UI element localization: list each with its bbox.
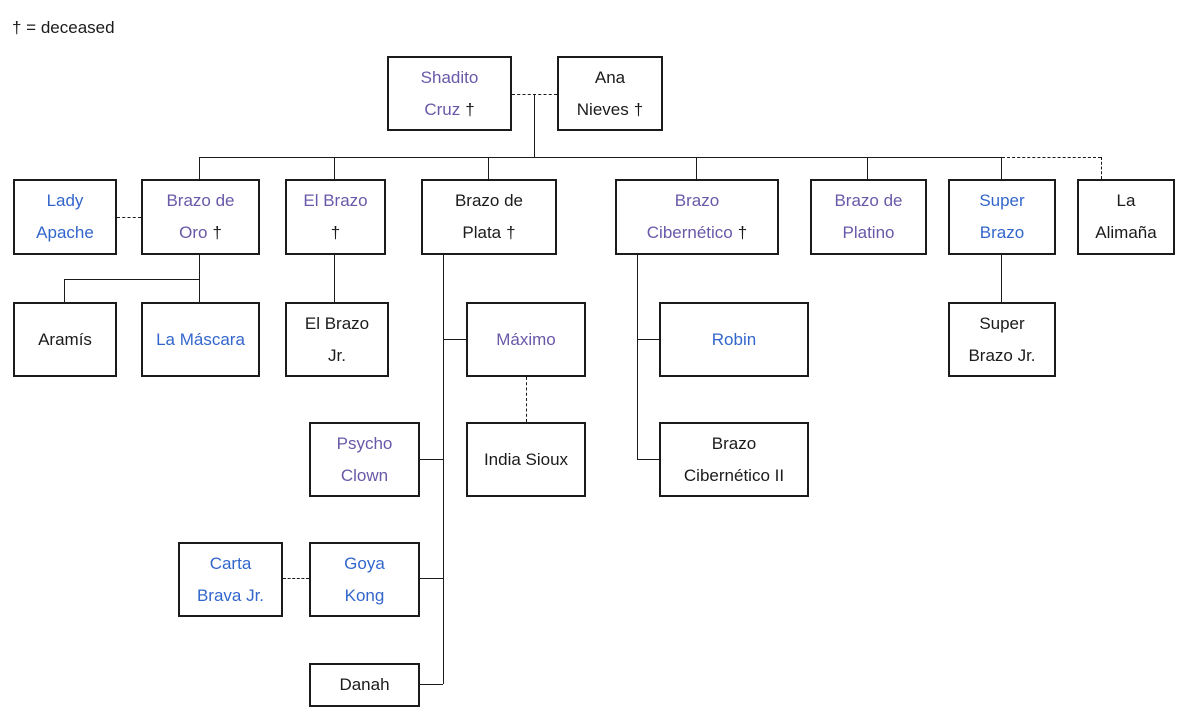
connector-cibernetico-spine — [637, 255, 638, 460]
connector-couple-descent — [534, 94, 535, 157]
node-la-mascara: La Máscara — [141, 302, 260, 377]
person-name-brazo-de-plata: Brazo de — [454, 191, 524, 210]
node-la-alimana: La Alimaña — [1077, 179, 1175, 255]
person-link-super-brazo-2[interactable]: Brazo — [979, 223, 1025, 242]
person-link-super-brazo[interactable]: Super — [979, 191, 1025, 210]
person-link-lady-apache-2[interactable]: Apache — [36, 223, 94, 242]
connector-drop-brazo-de-oro — [199, 157, 200, 179]
connector-drop-super-brazo — [1001, 157, 1002, 179]
person-name-india-sioux: India Sioux — [483, 449, 569, 469]
person-link-la-mascara[interactable]: La Máscara — [156, 329, 245, 349]
person-link-goya-kong-2[interactable]: Kong — [344, 585, 385, 605]
person-link-shadito-cruz[interactable]: Shadito — [420, 67, 479, 87]
dagger-symbol: † — [212, 223, 222, 242]
person-link-shadito-cruz-2[interactable]: Cruz — [424, 99, 461, 119]
person-name-super-brazo-jr: Super — [979, 313, 1025, 333]
node-brazo-de-platino: Brazo de Platino — [810, 179, 927, 255]
dagger-symbol: † — [330, 223, 341, 242]
node-el-brazo: El Brazo † — [285, 179, 386, 255]
person-name-aramis: Aramís — [38, 329, 92, 349]
connector-stub-psycho-clown — [420, 459, 443, 460]
node-super-brazo: Super Brazo — [948, 179, 1056, 255]
node-goya-kong: Goya Kong — [309, 542, 420, 617]
node-shadito-cruz: Shadito Cruz† — [387, 56, 512, 131]
node-el-brazo-jr: El Brazo Jr. — [285, 302, 389, 377]
node-maximo: Máximo — [466, 302, 586, 377]
person-link-lady-apache[interactable]: Lady — [46, 191, 84, 210]
person-name-la-alimana-2: Alimaña — [1095, 223, 1157, 242]
person-link-el-brazo[interactable]: El Brazo — [303, 191, 368, 210]
connector-stub-robin — [637, 339, 659, 340]
person-name-el-brazo-jr-2: Jr. — [328, 345, 346, 365]
node-brazo-de-plata: Brazo de Plata† — [421, 179, 557, 255]
connector-drop-brazo-de-plata — [488, 157, 489, 179]
connector-drop-brazo-de-platino — [867, 157, 868, 179]
person-name-super-brazo-jr-2: Brazo Jr. — [968, 345, 1036, 365]
connector-oro-descent — [199, 255, 200, 279]
node-india-sioux: India Sioux — [466, 422, 586, 497]
node-danah: Danah — [309, 663, 420, 707]
node-lady-apache: Lady Apache — [13, 179, 117, 255]
person-link-maximo[interactable]: Máximo — [496, 329, 556, 349]
person-name-ana-nieves-2: Nieves — [576, 99, 629, 119]
person-link-psycho-clown-2[interactable]: Clown — [340, 465, 389, 485]
connector-sibling-rail — [199, 157, 1002, 158]
connector-drop-aramis — [64, 279, 65, 302]
person-link-brazo-de-oro-2[interactable]: Oro — [179, 223, 208, 242]
person-link-brazo-de-platino[interactable]: Brazo de — [834, 191, 903, 210]
dagger-symbol: † — [465, 99, 475, 119]
person-name-el-brazo-jr: El Brazo — [304, 313, 370, 333]
person-link-brazo-de-platino-2[interactable]: Platino — [842, 223, 895, 242]
connector-stub-maximo — [443, 339, 466, 340]
connector-drop-la-mascara — [199, 279, 200, 302]
person-link-brazo-cibernetico-2[interactable]: Cibernético — [646, 223, 733, 242]
person-link-goya-kong[interactable]: Goya — [344, 553, 385, 573]
person-name-danah: Danah — [339, 675, 390, 694]
person-link-psycho-clown[interactable]: Psycho — [336, 433, 393, 453]
node-ana-nieves: Ana Nieves† — [557, 56, 663, 131]
dagger-symbol: † — [737, 223, 748, 242]
connector-marriage-lady-apache-oro — [117, 217, 141, 218]
connector-stub-danah — [420, 684, 443, 685]
connector-marriage-carta-goya — [283, 578, 309, 579]
node-psycho-clown: Psycho Clown — [309, 422, 420, 497]
connector-stub-goya-kong — [420, 578, 443, 579]
connector-drop-el-brazo — [334, 157, 335, 179]
legend-deceased: † = deceased — [12, 18, 115, 37]
node-aramis: Aramís — [13, 302, 117, 377]
dagger-symbol: † — [506, 223, 516, 242]
node-carta-brava-jr: Carta Brava Jr. — [178, 542, 283, 617]
connector-drop-el-brazo-jr — [334, 255, 335, 302]
node-robin: Robin — [659, 302, 809, 377]
connector-sibling-rail-dashed — [1002, 157, 1101, 158]
person-link-carta-brava-jr-2[interactable]: Brava Jr. — [196, 585, 265, 605]
person-link-carta-brava-jr[interactable]: Carta — [209, 553, 252, 573]
person-name-la-alimana: La — [1116, 191, 1136, 210]
connector-drop-la-alimana-dashed — [1101, 157, 1102, 179]
person-name-brazo-cibernetico-ii-2: Cibernético II — [683, 465, 785, 485]
node-super-brazo-jr: Super Brazo Jr. — [948, 302, 1056, 377]
connector-drop-brazo-cibernetico — [696, 157, 697, 179]
person-link-robin[interactable]: Robin — [711, 329, 757, 349]
connector-maximo-india-sioux-dashed — [526, 377, 527, 422]
node-brazo-de-oro: Brazo de Oro† — [141, 179, 260, 255]
connector-stub-brazo-cibernetico-ii — [637, 459, 659, 460]
person-name-brazo-de-plata-2: Plata — [462, 223, 502, 242]
node-brazo-cibernetico-ii: Brazo Cibernético II — [659, 422, 809, 497]
person-name-ana-nieves: Ana — [594, 67, 626, 87]
connector-drop-super-brazo-jr — [1001, 255, 1002, 302]
node-brazo-cibernetico: Brazo Cibernético† — [615, 179, 779, 255]
connector-plata-spine — [443, 255, 444, 684]
dagger-symbol: † — [633, 99, 644, 119]
person-name-brazo-cibernetico-ii: Brazo — [711, 433, 757, 453]
person-link-brazo-de-oro[interactable]: Brazo de — [166, 191, 235, 210]
person-link-brazo-cibernetico[interactable]: Brazo — [674, 191, 720, 210]
connector-oro-children-rail — [64, 279, 199, 280]
